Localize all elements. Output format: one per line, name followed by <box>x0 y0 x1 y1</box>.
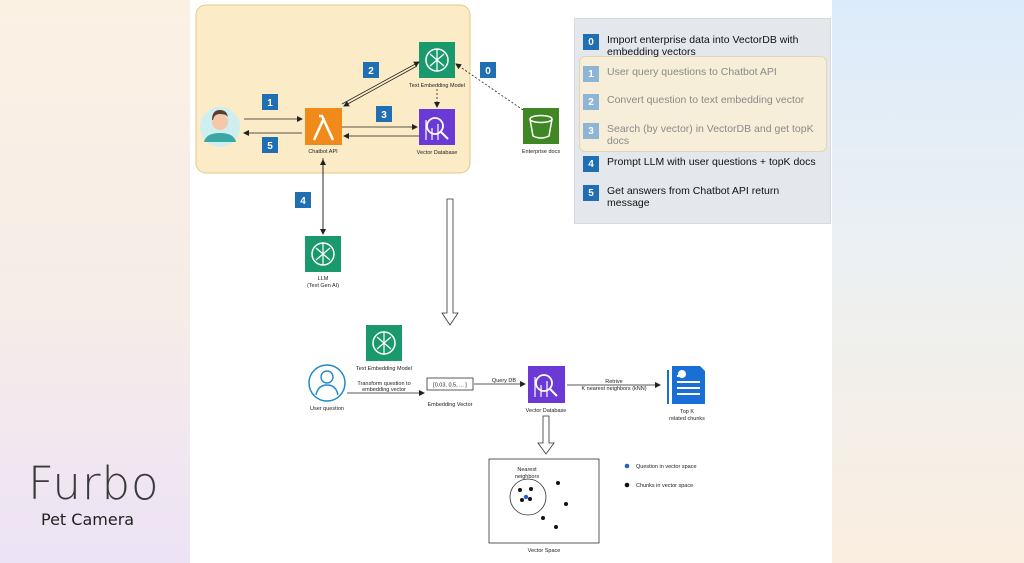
chunk-points <box>518 481 568 529</box>
user-avatar-icon <box>200 107 240 147</box>
svg-text:1: 1 <box>267 98 273 109</box>
legend-step-2: 2 Convert question to text embedding vec… <box>583 94 822 110</box>
legend-step-2-text: Convert question to text embedding vecto… <box>607 94 805 106</box>
legend-question-label: Question in vector space <box>636 464 697 470</box>
legend-step-3-badge: 3 <box>583 123 599 139</box>
legend-step-1-badge: 1 <box>583 66 599 82</box>
legend-step-3-text: Search (by vector) in VectorDB and get t… <box>607 123 814 147</box>
legend-step-4-badge: 4 <box>583 156 599 172</box>
neighbors-label: neighbors <box>515 474 539 480</box>
big-down-arrow <box>441 198 459 326</box>
user-question-label: User question <box>310 406 344 412</box>
text-embedding-model-label: Text Embedding Model <box>409 83 465 89</box>
legend-step-0: 0 Import enterprise data into VectorDB w… <box>583 34 822 58</box>
legend-step-2-badge: 2 <box>583 94 599 110</box>
nearest-neighbors-circle <box>509 478 547 516</box>
step-badge-5: 5 <box>262 137 278 153</box>
brand-logo: Furbo Pet Camera <box>28 457 160 530</box>
vector-space-box <box>488 458 600 544</box>
topk-label: Top K <box>680 409 694 415</box>
brand-subtitle: Pet Camera <box>41 510 135 529</box>
svg-text:4: 4 <box>300 196 306 207</box>
bottom-vector-database-icon <box>528 366 565 403</box>
query-db-label: Query DB <box>492 378 516 384</box>
retrive-label: Retrive <box>605 379 622 385</box>
brand-name: Furbo <box>28 457 160 510</box>
knn-label: K nearest neighbors (kNN) <box>581 386 646 392</box>
embedding-vector-box <box>426 377 474 391</box>
llm-label: LLM <box>318 276 329 282</box>
step-badge-0: 0 <box>480 62 496 78</box>
text-embedding-model-icon <box>419 42 455 78</box>
enterprise-docs-bucket-icon <box>523 108 559 144</box>
top-flow-arrows <box>243 61 524 235</box>
legend-step-1: 1 User query questions to Chatbot API <box>583 66 822 82</box>
legend-step-1-text: User query questions to Chatbot API <box>607 66 777 78</box>
llm-model-icon <box>305 236 341 272</box>
embedding-vector-value: [0.03, 0.5, ... ] <box>433 383 467 389</box>
vector-database-label: Vector Database <box>417 150 458 156</box>
legend-question-dot <box>624 463 630 469</box>
svg-text:2: 2 <box>368 66 374 77</box>
topk-sublabel: related chunks <box>669 416 705 422</box>
step-badge-2: 2 <box>363 62 379 78</box>
legend-step-3: 3 Search (by vector) in VectorDB and get… <box>583 123 822 147</box>
user-question-icon <box>308 364 346 402</box>
legend-chunks-dot <box>624 482 630 488</box>
embedding-vector-label: Embedding Vector <box>428 402 473 408</box>
legend-step-4: 4 Prompt LLM with user questions + topK … <box>583 156 822 172</box>
small-down-arrow <box>537 415 555 455</box>
chatbot-api-label: Chatbot API <box>308 149 338 155</box>
nearest-label: Nearest <box>517 467 537 473</box>
vector-database-icon <box>419 109 455 145</box>
left-background-band <box>0 0 190 563</box>
legend-step-5: 5 Get answers from Chatbot API return me… <box>583 185 822 209</box>
transform-label-1: Transform question to <box>357 381 410 387</box>
step-badge-1: 1 <box>262 94 278 110</box>
architecture-diagram: Chatbot API Text Embedding Model Vector … <box>195 4 705 554</box>
bottom-embedding-model-label: Text Embedding Model <box>356 366 412 372</box>
bottom-embedding-model-icon <box>366 325 402 361</box>
svg-text:5: 5 <box>267 141 273 152</box>
legend-chunks-label: Chunks in vector space <box>636 483 693 489</box>
svg-text:0: 0 <box>485 66 491 77</box>
legend-step-5-badge: 5 <box>583 185 599 201</box>
bottom-vector-database-label: Vector Database <box>526 408 567 414</box>
legend-step-0-text: Import enterprise data into VectorDB wit… <box>607 34 799 58</box>
step-badge-4: 4 <box>295 192 311 208</box>
rag-system-boundary <box>195 4 471 174</box>
right-background-band <box>832 0 1024 563</box>
legend-step-4-text: Prompt LLM with user questions + topK do… <box>607 156 816 168</box>
steps-highlight-box <box>579 56 827 152</box>
top-k-document-icon <box>667 366 705 404</box>
question-point <box>523 494 529 500</box>
legend-step-0-badge: 0 <box>583 34 599 50</box>
svg-text:3: 3 <box>381 110 387 121</box>
steps-legend-panel: 0 Import enterprise data into VectorDB w… <box>574 18 831 224</box>
transform-label-2: embedding vector <box>362 387 406 393</box>
vector-space-label: Vector Space <box>528 548 561 554</box>
llm-sublabel: (Text Gen AI) <box>307 283 339 289</box>
enterprise-docs-label: Enterprise docs <box>522 149 560 155</box>
chatbot-api-lambda-icon <box>305 108 342 145</box>
legend-step-5-text: Get answers from Chatbot API return mess… <box>607 185 780 209</box>
step-badge-3: 3 <box>376 106 392 122</box>
